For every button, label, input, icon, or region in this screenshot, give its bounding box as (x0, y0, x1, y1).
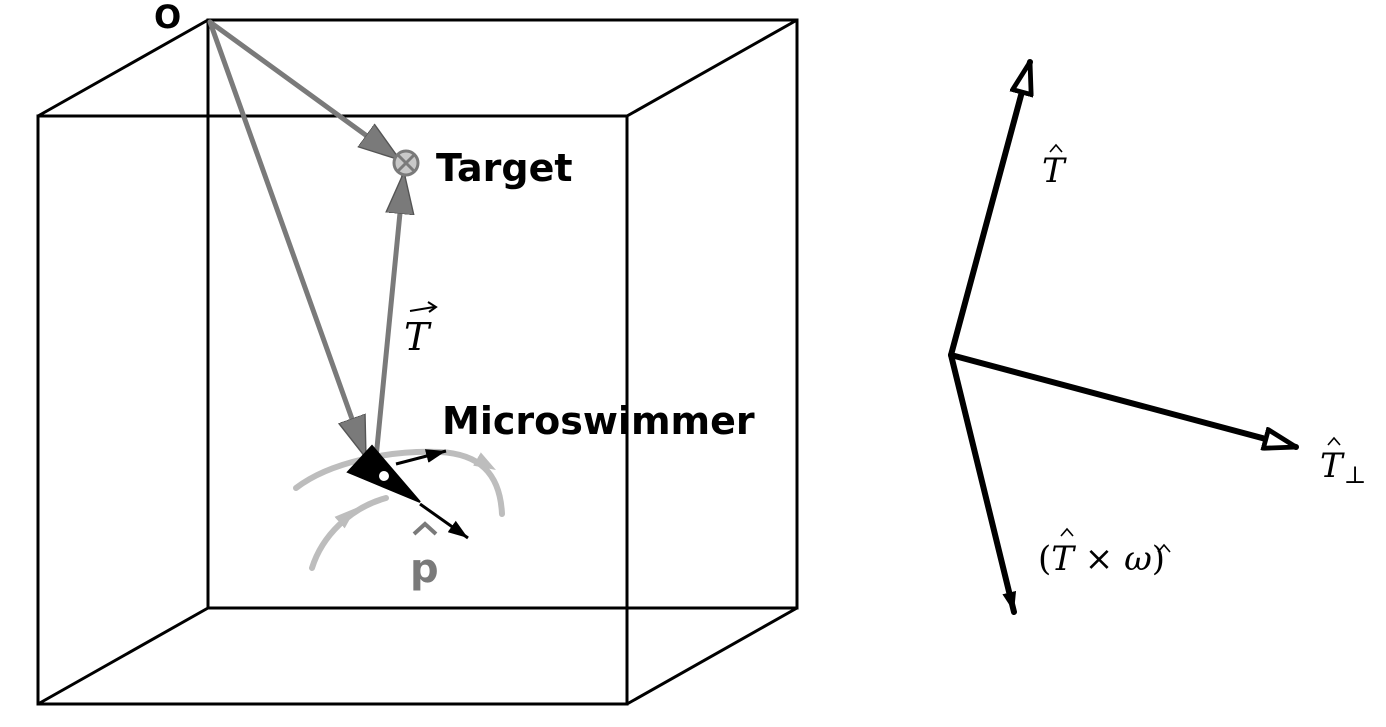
t-cross-omega-label: (T × ω) (1038, 527, 1171, 579)
cube-edge-bottom-right (626, 606, 798, 706)
t-vector-label: T (404, 301, 438, 359)
swimmer-velocity-arrow (395, 449, 447, 466)
microswimmer-label: Microswimmer (442, 399, 755, 443)
frame-axis-t-hat (948, 62, 1030, 358)
position-vectors (207, 19, 404, 461)
frame-axis-t-perp (948, 352, 1296, 447)
svg-text:T: T (404, 315, 432, 359)
svg-text:T: T (1042, 151, 1067, 191)
svg-text:(T × ω): (T × ω) (1038, 539, 1165, 579)
microswimmer-icon (346, 444, 469, 540)
cube-front-face (36, 114, 629, 706)
swimmer-trajectory (293, 448, 505, 571)
cube-edge-bottom-left (37, 606, 209, 706)
origin-label: O (154, 0, 181, 36)
t-hat-label: T (1042, 143, 1067, 191)
p-hat-label: p (410, 521, 439, 592)
orientation-p-arrow (419, 502, 469, 540)
vector-swimmer-to-target (373, 169, 404, 461)
vector-origin-to-target (207, 19, 403, 163)
svg-text:T⊥: T⊥ (1320, 446, 1366, 489)
svg-text:p: p (410, 546, 439, 592)
trajectory-arc-lower (309, 495, 389, 571)
t-perp-label: T⊥ (1320, 436, 1366, 489)
frame-axis-t-cross-omega (948, 352, 1017, 615)
vector-origin-to-swimmer (207, 19, 369, 461)
target-marker-icon (392, 149, 420, 177)
local-frame (948, 62, 1296, 615)
target-label: Target (436, 146, 573, 190)
cube-wireframe (36, 18, 799, 706)
cube-edge-top-left (37, 18, 209, 118)
cube-edge-top-right (626, 18, 798, 118)
cube-back-face (206, 18, 799, 610)
